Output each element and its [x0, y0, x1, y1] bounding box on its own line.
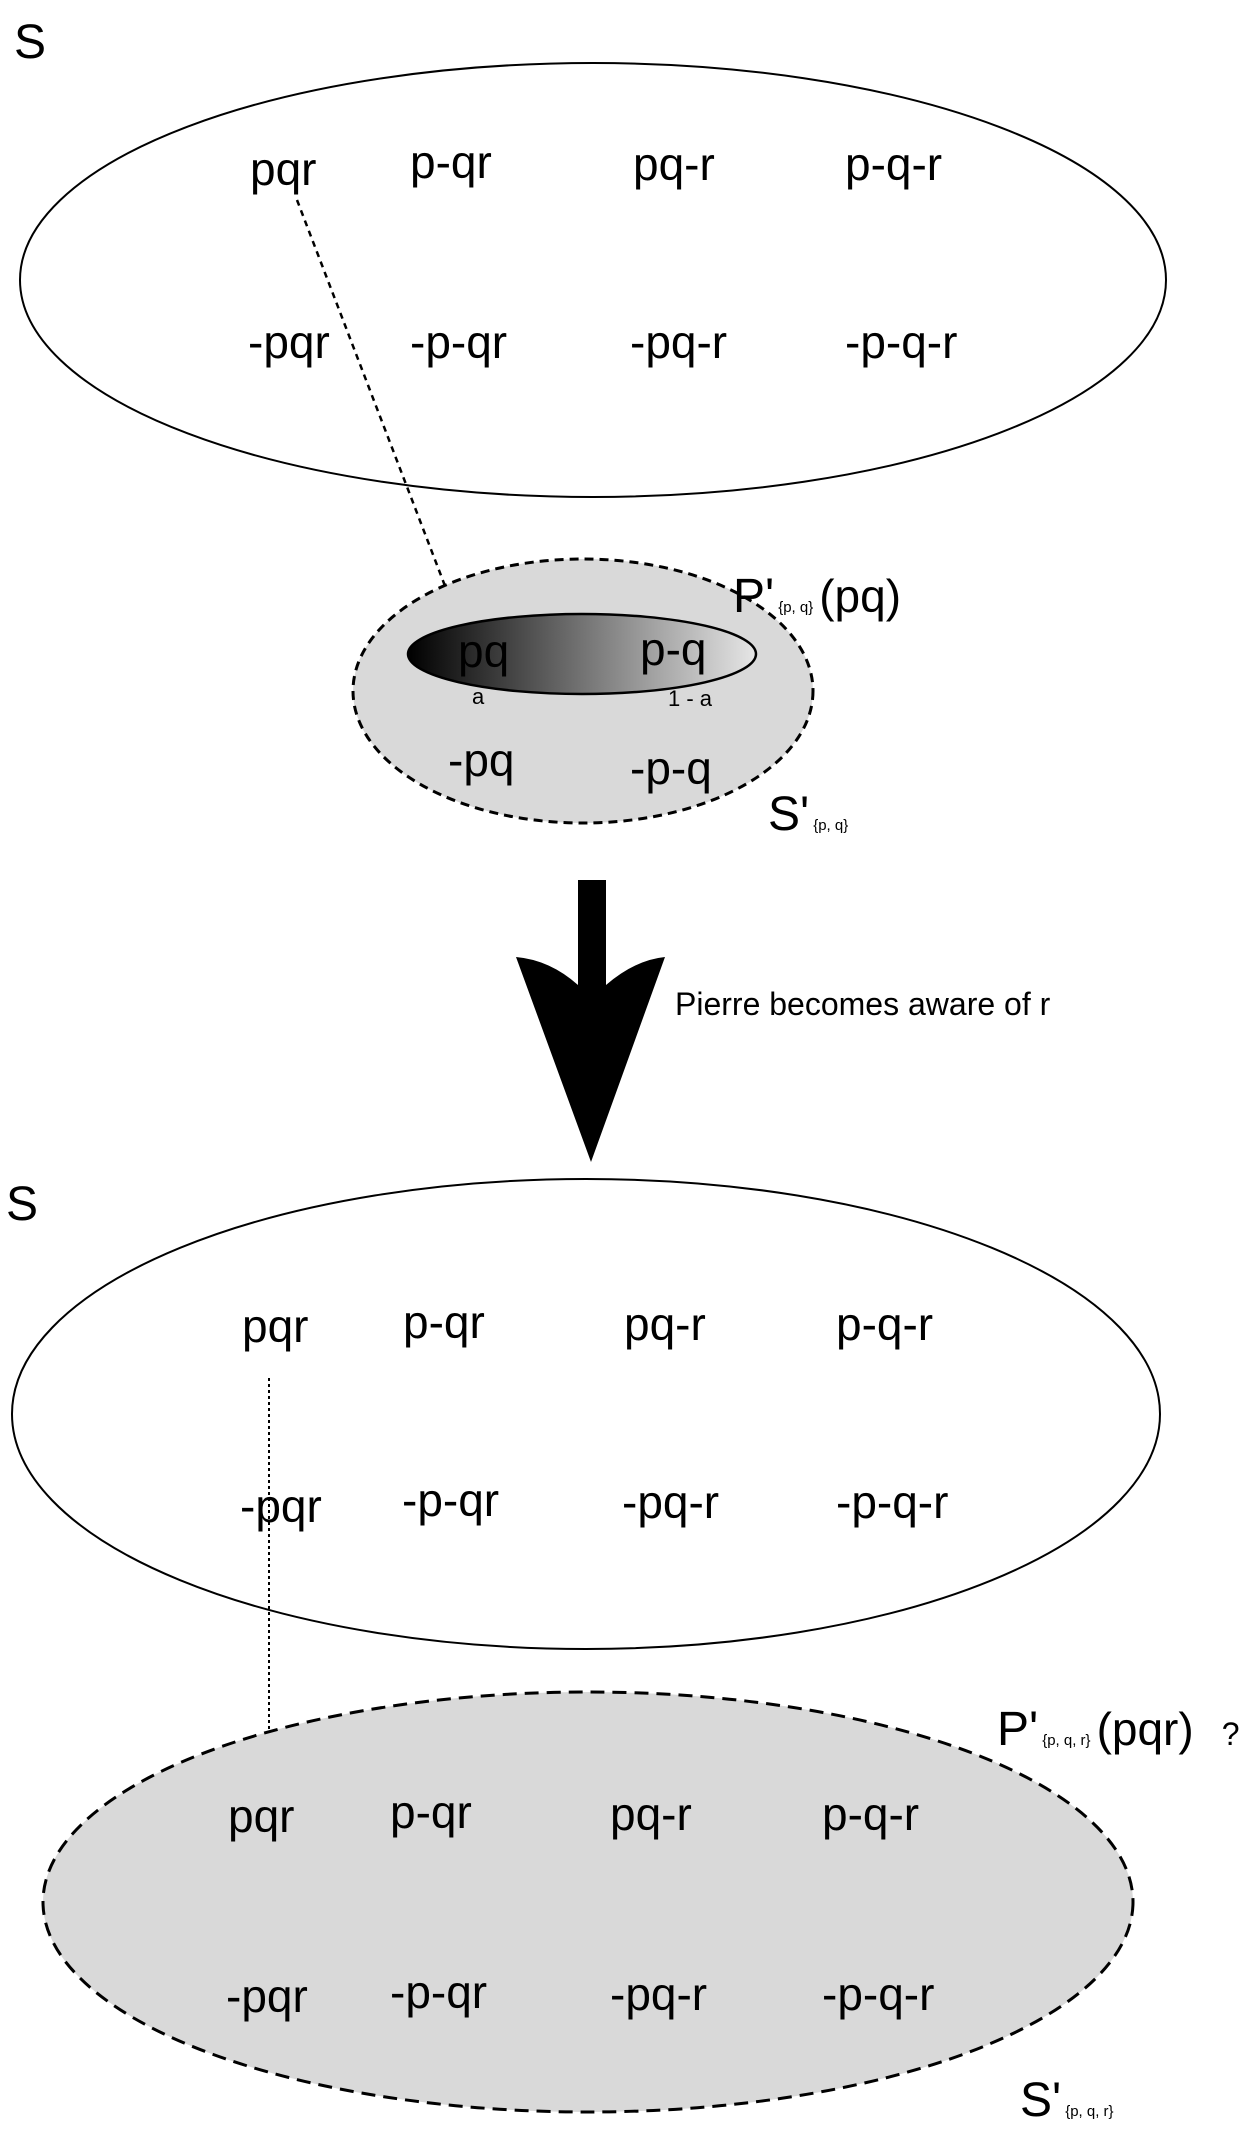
weight-label: 1 - a — [668, 686, 713, 711]
subspace-probability-label: P'{p, q}(pq) — [733, 570, 901, 623]
top-state: pqr — [250, 143, 316, 195]
subspace-state: p-q — [640, 623, 706, 675]
subspace-state: pq — [458, 625, 509, 677]
expanded-state: -p-qr — [390, 1966, 487, 2018]
projection-arrow-top — [295, 199, 457, 613]
expanded-state: -pq-r — [610, 1968, 707, 2020]
bottom-state: p-qr — [403, 1296, 485, 1348]
bottom-set-label: S — [6, 1178, 38, 1231]
top-state: p-q-r — [845, 138, 942, 190]
bottom-state: pq-r — [624, 1298, 706, 1350]
expanded-state: p-qr — [390, 1786, 472, 1838]
top-state: -pq-r — [630, 316, 727, 368]
probability-gradient-ellipse — [406, 612, 758, 696]
top-state: p-qr — [410, 136, 492, 188]
top-state: -p-qr — [410, 316, 507, 368]
bottom-state: -pq-r — [622, 1476, 719, 1528]
bottom-state: p-q-r — [836, 1298, 933, 1350]
subspace-set-label: S'{p, q} — [768, 788, 848, 841]
expanded-state: -pqr — [226, 1970, 308, 2022]
top-state-space-ellipse — [19, 62, 1167, 498]
expanded-state: pq-r — [610, 1788, 692, 1840]
top-set-label: S — [14, 16, 46, 69]
expanded-state: -p-q-r — [822, 1968, 934, 2020]
expanded-probability-label: P'{p, q, r}(pqr)? — [997, 1703, 1239, 1756]
bottom-state: -p-q-r — [836, 1476, 948, 1528]
expanded-state: pqr — [228, 1790, 294, 1842]
top-state: pq-r — [633, 138, 715, 190]
expanded-subspace-ellipse — [41, 1690, 1135, 2114]
subspace-state: -p-q — [630, 742, 712, 794]
bottom-state-space-ellipse — [11, 1178, 1161, 1650]
bottom-state: -pqr — [240, 1480, 322, 1532]
expanded-state: p-q-r — [822, 1788, 919, 1840]
weight-label: a — [472, 684, 485, 709]
expanded-set-label: S'{p, q, r} — [1020, 2074, 1114, 2127]
subspace-state: -pq — [448, 734, 514, 786]
transition-arrow — [516, 880, 665, 1162]
top-state: -p-q-r — [845, 316, 957, 368]
transition-caption: Pierre becomes aware of r — [675, 986, 1051, 1022]
bottom-state: pqr — [242, 1300, 308, 1352]
top-state: -pqr — [248, 316, 330, 368]
bottom-state: -p-qr — [402, 1474, 499, 1526]
